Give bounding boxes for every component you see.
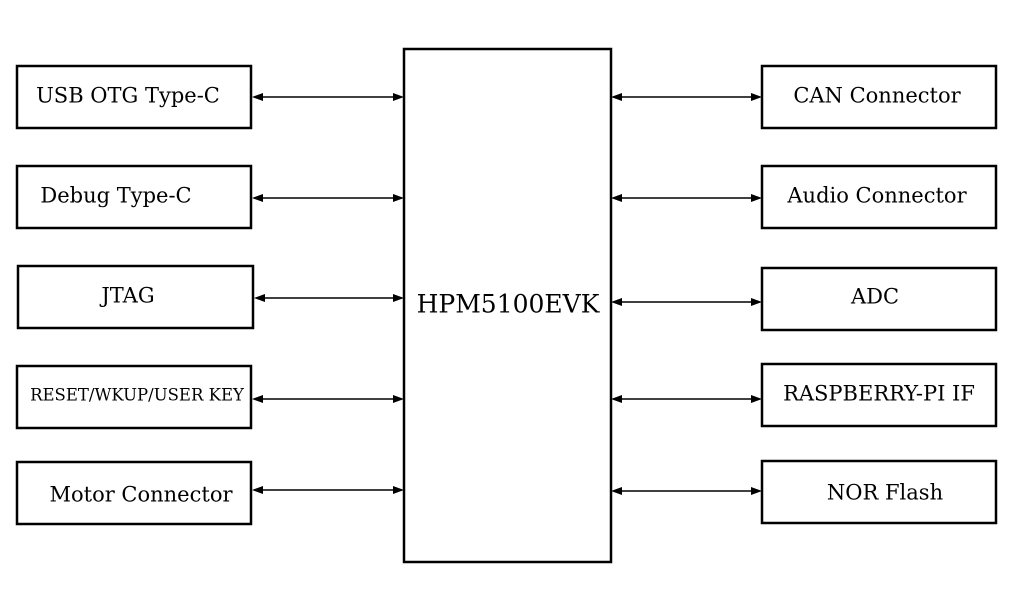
connection-raspberry-pi	[611, 395, 762, 403]
left-block-debug: Debug Type-C	[15, 164, 253, 230]
connection-can	[611, 93, 762, 101]
center-block-label: HPM5100EVK	[417, 290, 601, 319]
right-block-audio: Audio Connector	[760, 164, 998, 230]
arrow-head-left	[611, 93, 622, 101]
left-block-rect	[15, 460, 253, 526]
arrow-head-left	[254, 294, 265, 302]
left-block-rect	[15, 64, 253, 130]
right-block-label: Audio Connector	[786, 184, 967, 208]
connection-motor	[252, 486, 404, 494]
right-block-rect	[760, 164, 998, 230]
right-block-rect	[760, 266, 998, 332]
arrow-head-right	[393, 395, 404, 403]
left-block-rect	[15, 364, 253, 430]
connection-reset-keys	[252, 395, 404, 403]
arrow-head-left	[252, 93, 263, 101]
left-block-usb-otg: USB OTG Type-C	[15, 64, 253, 130]
arrow-head-right	[393, 294, 404, 302]
right-block-label: RASPBERRY-PI IF	[783, 382, 975, 406]
arrow-head-left	[611, 487, 622, 495]
right-block-raspberry-pi: RASPBERRY-PI IF	[760, 362, 998, 428]
right-block-rect	[760, 459, 998, 525]
connection-usb-otg	[252, 93, 404, 101]
connection-nor-flash	[611, 487, 762, 495]
arrow-head-right	[751, 93, 762, 101]
arrow-head-right	[393, 93, 404, 101]
arrow-head-right	[393, 194, 404, 202]
arrow-head-left	[252, 194, 263, 202]
right-block-label: NOR Flash	[827, 481, 943, 505]
right-block-label: ADC	[850, 285, 899, 309]
arrow-head-right	[751, 487, 762, 495]
left-block-label: USB OTG Type-C	[36, 84, 220, 108]
arrow-head-left	[611, 298, 622, 306]
center-block-rect	[402, 47, 613, 564]
center-block: HPM5100EVK	[402, 47, 613, 564]
right-block-rect	[760, 64, 998, 130]
connection-audio	[611, 194, 762, 202]
left-block-jtag: JTAG	[16, 264, 255, 330]
arrow-head-right	[393, 486, 404, 494]
arrow-head-left	[252, 395, 263, 403]
left-block-label: Motor Connector	[49, 483, 233, 507]
left-block-label: JTAG	[99, 284, 154, 308]
connection-jtag	[254, 294, 404, 302]
arrow-head-left	[611, 194, 622, 202]
right-block-label: CAN Connector	[793, 84, 961, 108]
left-block-reset-keys: RESET/WKUP/USER KEY	[15, 364, 253, 430]
arrow-head-right	[751, 298, 762, 306]
right-block-nor-flash: NOR Flash	[760, 459, 998, 525]
right-block-rect	[760, 362, 998, 428]
left-block-rect	[15, 164, 253, 230]
connection-debug	[252, 194, 404, 202]
right-block-adc: ADC	[760, 266, 998, 332]
arrow-head-right	[751, 194, 762, 202]
right-block-can: CAN Connector	[760, 64, 998, 130]
arrow-head-left	[611, 395, 622, 403]
connection-adc	[611, 298, 762, 306]
left-block-label: Debug Type-C	[40, 184, 191, 208]
left-block-motor: Motor Connector	[15, 460, 253, 526]
left-block-label: RESET/WKUP/USER KEY	[30, 386, 245, 405]
left-block-rect	[16, 264, 255, 330]
arrow-head-left	[252, 486, 263, 494]
arrow-head-right	[751, 395, 762, 403]
